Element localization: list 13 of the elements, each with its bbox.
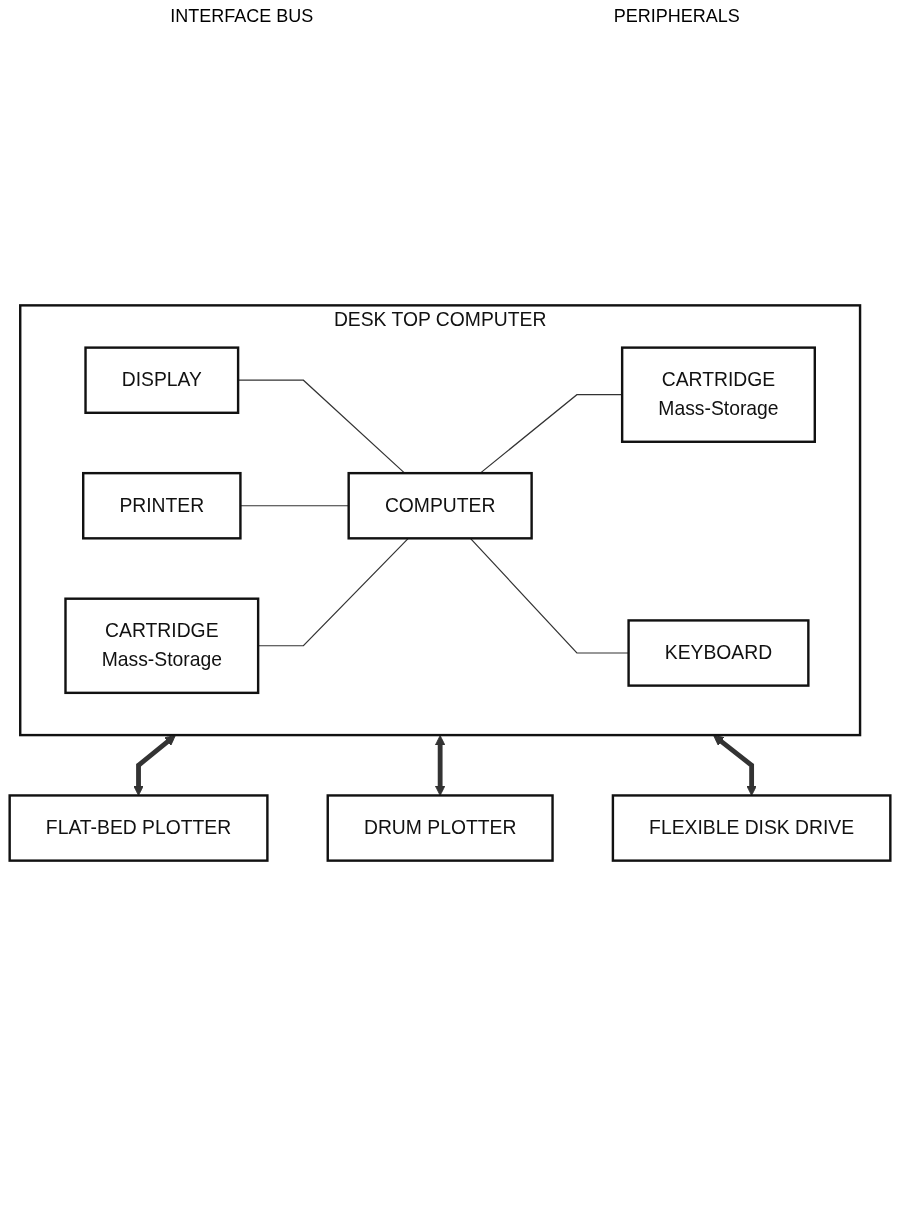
node-box: KEYBOARD [627, 619, 810, 687]
node-box: PRINTER [82, 471, 242, 540]
node-box: DISPLAY [84, 346, 240, 414]
node-box: COMPUTER [347, 471, 533, 540]
arrow [434, 735, 446, 796]
node-box: FLAT-BED PLOTTER [8, 794, 269, 862]
node-box: CARTRIDGE Mass-Storage [620, 346, 816, 443]
note-text: PERIPHERALS [613, 6, 740, 27]
node-box: FLEXIBLE DISK DRIVE [611, 794, 892, 862]
connector [479, 394, 623, 474]
node-box: CARTRIDGE Mass-Storage [64, 597, 260, 695]
node-box: DRUM PLOTTER [326, 794, 554, 862]
note-text: INTERFACE BUS [170, 6, 314, 27]
